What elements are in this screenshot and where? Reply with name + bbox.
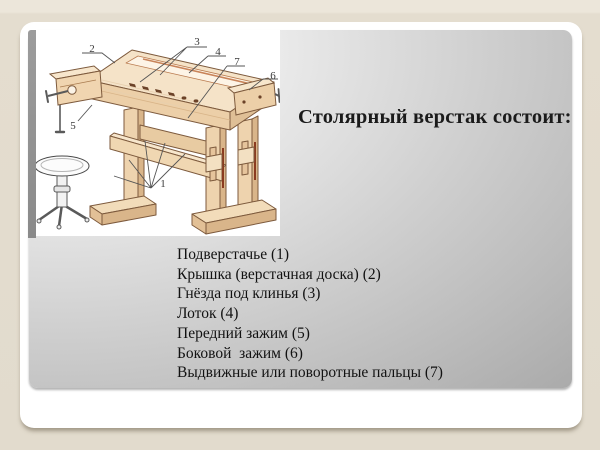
list-item: Крышка (верстачная доска) (2) (177, 265, 381, 283)
callout-3: 3 (194, 36, 200, 48)
callout-lines (77, 46, 278, 189)
slide-content: 2 3 4 7 6 5 1 Столярный верстак состоит:… (29, 30, 572, 388)
callout-6: 6 (270, 70, 276, 82)
list-item: Передний зажим (5) (177, 324, 310, 342)
callout-7: 7 (234, 56, 240, 68)
callout-4: 4 (215, 46, 221, 58)
list-item: Лоток (4) (177, 305, 239, 323)
callout-1: 1 (160, 178, 166, 190)
stool-drawing (36, 155, 90, 230)
list-item: Гнёзда под клинья (3) (177, 285, 321, 303)
workbench-illustration: 2 3 4 7 6 5 1 (36, 36, 280, 235)
side-vise (226, 77, 280, 116)
list-item: Выдвижные или поворотные пальцы (7) (177, 364, 443, 382)
workbench-base (89, 103, 277, 235)
slide-title: Столярный верстак состоит: (298, 106, 572, 128)
left-accent-bar (28, 30, 36, 238)
parts-list: Подверстачье (1) Крышка (верстачная доск… (177, 245, 557, 383)
list-item: Боковой зажим (6) (177, 344, 303, 362)
callout-2: 2 (89, 43, 95, 55)
list-item: Подверстачье (1) (177, 246, 290, 263)
workbench-figure: 2 3 4 7 6 5 1 (36, 30, 280, 236)
callout-5: 5 (70, 120, 76, 132)
slide-card: 2 3 4 7 6 5 1 Столярный верстак состоит:… (20, 22, 582, 428)
wedge-holes (129, 83, 199, 103)
callout-labels: 2 3 4 7 6 5 1 (70, 36, 276, 190)
front-vise (45, 65, 103, 134)
